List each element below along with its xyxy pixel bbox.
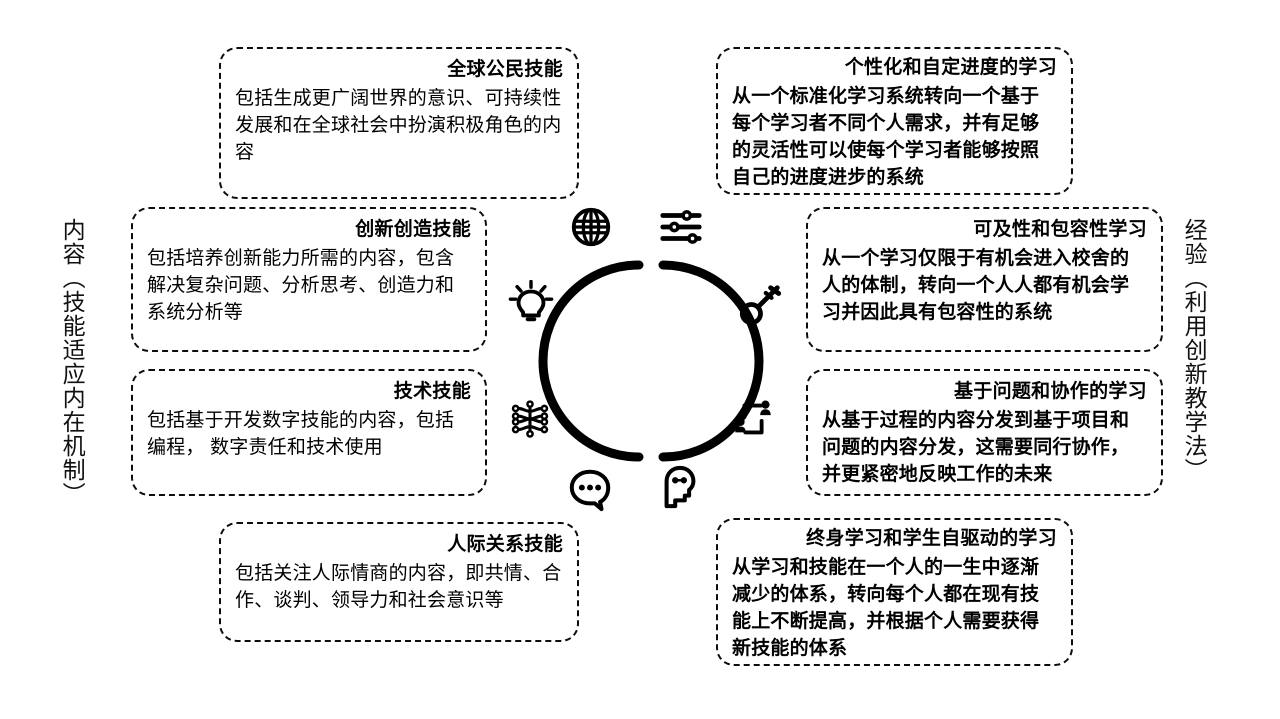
card-body: 从基于过程的内容分发到基于项目和问题的内容分发，这需要同行协作，并更紧密地反映工… xyxy=(822,409,1130,486)
card-title: 全球公民技能 xyxy=(447,59,563,80)
card-interpersonal-skills[interactable]: 人际关系技能 包括关注人际情商的内容，即共情、合作、谈判、领导力和社会意识等 xyxy=(219,522,579,642)
collaboration-icon xyxy=(730,396,776,442)
card-body: 从一个学习仅限于有机会进入校舍的人的体制，转向一个人人都有机会学习并因此具有包容… xyxy=(822,247,1130,324)
card-title: 基于问题和协作的学习 xyxy=(953,381,1147,402)
lightbulb-icon xyxy=(508,280,554,326)
split-circle-graphic xyxy=(538,260,764,462)
chat-bubble-icon xyxy=(567,466,613,512)
axis-label-experience: 经验（利用创新教学法） xyxy=(1181,218,1208,482)
card-title: 可及性和包容性学习 xyxy=(973,219,1147,240)
center-hub xyxy=(506,196,796,526)
card-body: 包括关注人际情商的内容，即共情、合作、谈判、领导力和社会意识等 xyxy=(235,562,562,612)
network-nodes-icon xyxy=(507,396,553,442)
sliders-icon xyxy=(658,204,704,250)
card-personalized-learning[interactable]: 个性化和自定进度的学习 从一个标准化学习系统转向一个基于每个学习者不同个人需求，… xyxy=(716,47,1073,195)
key-icon xyxy=(738,282,784,328)
card-technical-skills[interactable]: 技术技能 包括基于开发数字技能的内容，包括编程， 数字责任和技术使用 xyxy=(131,369,487,496)
card-body: 包括基于开发数字技能的内容，包括编程， 数字责任和技术使用 xyxy=(147,409,455,459)
head-profile-icon xyxy=(657,464,703,510)
card-title: 个性化和自定进度的学习 xyxy=(844,57,1057,78)
card-lifelong-learning[interactable]: 终身学习和学生自驱动的学习 从学习和技能在一个人的一生中逐渐减少的体系，转向每个… xyxy=(716,518,1073,666)
card-body: 包括生成更广阔世界的意识、可持续性发展和在全球社会中扮演积极角色的内容 xyxy=(235,87,562,164)
card-title: 创新创造技能 xyxy=(355,219,471,240)
card-title: 人际关系技能 xyxy=(447,534,563,555)
card-title: 技术技能 xyxy=(393,381,471,402)
card-body: 从学习和技能在一个人的一生中逐渐减少的体系，转向每个人都在现有技能上不断提高，并… xyxy=(732,556,1040,660)
card-problem-collaborative-learning[interactable]: 基于问题和协作的学习 从基于过程的内容分发到基于项目和问题的内容分发，这需要同行… xyxy=(806,369,1163,496)
axis-label-content: 内容（技能适应内在机制） xyxy=(59,218,86,506)
globe-icon xyxy=(568,204,614,250)
card-global-citizenship[interactable]: 全球公民技能 包括生成更广阔世界的意识、可持续性发展和在全球社会中扮演积极角色的… xyxy=(219,47,579,199)
card-body: 包括培养创新能力所需的内容，包含解决复杂问题、分析思考、创造力和系统分析等 xyxy=(147,247,455,324)
card-title: 终身学习和学生自驱动的学习 xyxy=(806,528,1057,549)
card-innovation-skills[interactable]: 创新创造技能 包括培养创新能力所需的内容，包含解决复杂问题、分析思考、创造力和系… xyxy=(131,207,487,352)
card-body: 从一个标准化学习系统转向一个基于每个学习者不同个人需求，并有足够的灵活性可以使每… xyxy=(732,85,1040,189)
card-accessible-inclusive-learning[interactable]: 可及性和包容性学习 从一个学习仅限于有机会进入校舍的人的体制，转向一个人人都有机… xyxy=(806,207,1163,352)
